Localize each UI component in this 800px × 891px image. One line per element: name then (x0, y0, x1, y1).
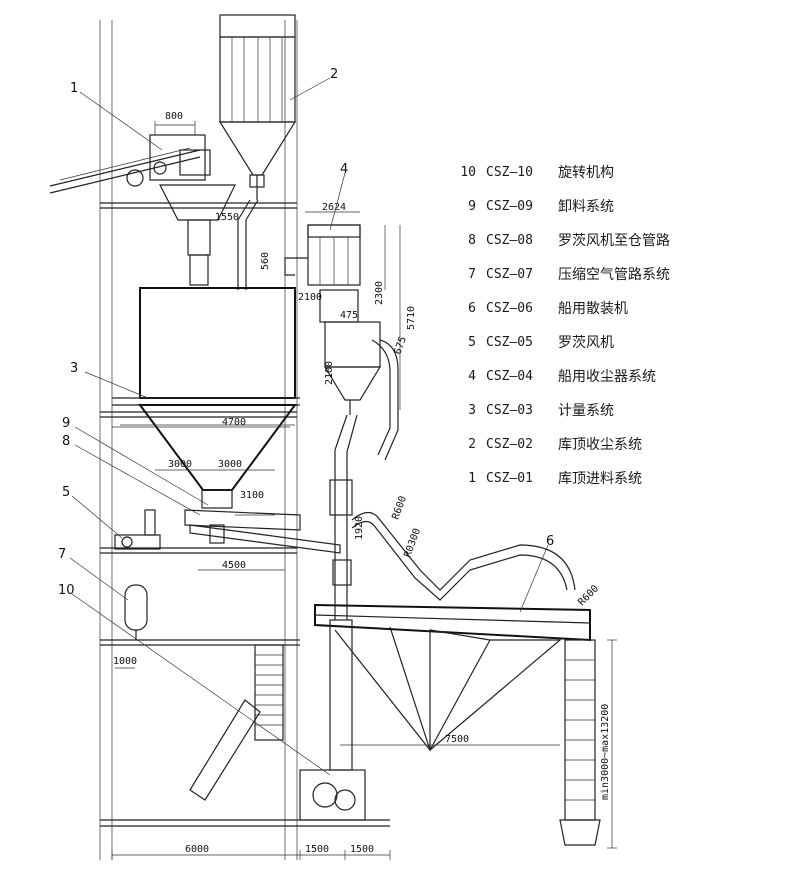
dim-2100: 2100 (298, 292, 322, 303)
legend-code: CSZ—04 (486, 369, 533, 384)
dim-1500a: 1500 (305, 844, 329, 855)
telescopic-chute (559, 639, 617, 849)
legend-name: 计量系统 (558, 403, 614, 419)
feeding-hopper (159, 184, 236, 286)
dim-7500: 7500 (445, 734, 469, 745)
callout-8: 8 (62, 434, 70, 449)
roots-blower (114, 509, 161, 550)
legend-name: 卸料系统 (558, 199, 614, 215)
dim-675: 675 (392, 335, 409, 356)
legend-name: 罗茨风机至仓管路 (558, 233, 670, 249)
roof-dust-collector (218, 14, 297, 290)
legend-num: 5 (468, 335, 476, 350)
dim-800: 800 (165, 111, 183, 122)
compressed-air-tank (124, 584, 148, 640)
legend-num: 2 (468, 437, 476, 452)
callout-3: 3 (70, 361, 78, 376)
dim-1920: 1920 (354, 516, 365, 540)
building-columns (99, 20, 390, 860)
dim-3000a: 3000 (168, 459, 192, 470)
legend-name: 库顶进料系统 (558, 471, 642, 487)
legend-num: 9 (468, 199, 476, 214)
dim-r600a: R600 (390, 495, 409, 521)
dim-4700: 4700 (222, 417, 246, 428)
dim-2624: 2624 (322, 202, 346, 213)
dim-1500b: 1500 (350, 844, 374, 855)
callout-9: 9 (62, 416, 70, 431)
discharge-system (184, 509, 341, 554)
dim-r300: R0300 (402, 527, 423, 559)
dim-3000b: 3000 (218, 459, 242, 470)
legend-name: 船用散装机 (558, 301, 628, 317)
callout-7: 7 (58, 547, 66, 562)
dim-6000: 6000 (185, 844, 209, 855)
dim-1550: 1550 (215, 212, 239, 223)
dimension-lines (111, 211, 560, 860)
roof-feeding-system (49, 121, 211, 194)
legend-name: 罗茨风机 (558, 335, 614, 351)
dim-1000: 1000 (113, 656, 137, 667)
legend-name: 船用收尘器系统 (558, 369, 656, 385)
legend-num: 6 (468, 301, 476, 316)
legend-code: CSZ—05 (486, 335, 533, 350)
dim-r600b: R600 (576, 583, 601, 608)
legend-name: 旋转机构 (558, 165, 614, 181)
legend-code: CSZ—06 (486, 301, 533, 316)
callout-1: 1 (70, 81, 78, 96)
callout-10: 10 (58, 583, 75, 598)
callout-5: 5 (62, 485, 70, 500)
legend-name: 库顶收尘系统 (558, 437, 642, 453)
staircase (189, 644, 284, 801)
dim-5710: 5710 (406, 306, 417, 330)
dim-560: 560 (260, 252, 271, 270)
legend-code: CSZ—02 (486, 437, 533, 452)
legend-name: 压缩空气管路系统 (558, 267, 670, 283)
dimension-labels: 800 1550 2624 560 2100 2300 475 5710 675… (113, 111, 611, 855)
dim-2300: 2300 (374, 281, 385, 305)
legend-num: 8 (468, 233, 476, 248)
legend-num: 4 (468, 369, 476, 384)
callouts: 1 2 3 4 5 6 7 8 9 10 (58, 67, 554, 776)
legend-num: 3 (468, 403, 476, 418)
callout-6: 6 (546, 534, 554, 549)
callout-4: 4 (340, 162, 348, 177)
dim-475: 475 (340, 310, 358, 321)
legend-code: CSZ—07 (486, 267, 533, 282)
legend-code: CSZ—03 (486, 403, 533, 418)
dim-3100: 3100 (240, 490, 264, 501)
ship-dust-collector (284, 224, 399, 461)
legend-code: CSZ—09 (486, 199, 533, 214)
legend-num: 10 (460, 165, 476, 180)
vertical-feed-pipe (329, 414, 576, 620)
weighing-silo (112, 287, 300, 509)
legend-num: 1 (468, 471, 476, 486)
dim-min-max: min3000~max13200 (600, 704, 611, 800)
dim-2100b: 2100 (324, 361, 335, 385)
legend-code: CSZ—01 (486, 471, 533, 486)
callout-2: 2 (330, 67, 338, 82)
ship-loader-boom (299, 603, 591, 821)
legend-num: 7 (468, 267, 476, 282)
legend-code: CSZ—08 (486, 233, 533, 248)
dim-4500: 4500 (222, 560, 246, 571)
legend-code: CSZ—10 (486, 165, 533, 180)
